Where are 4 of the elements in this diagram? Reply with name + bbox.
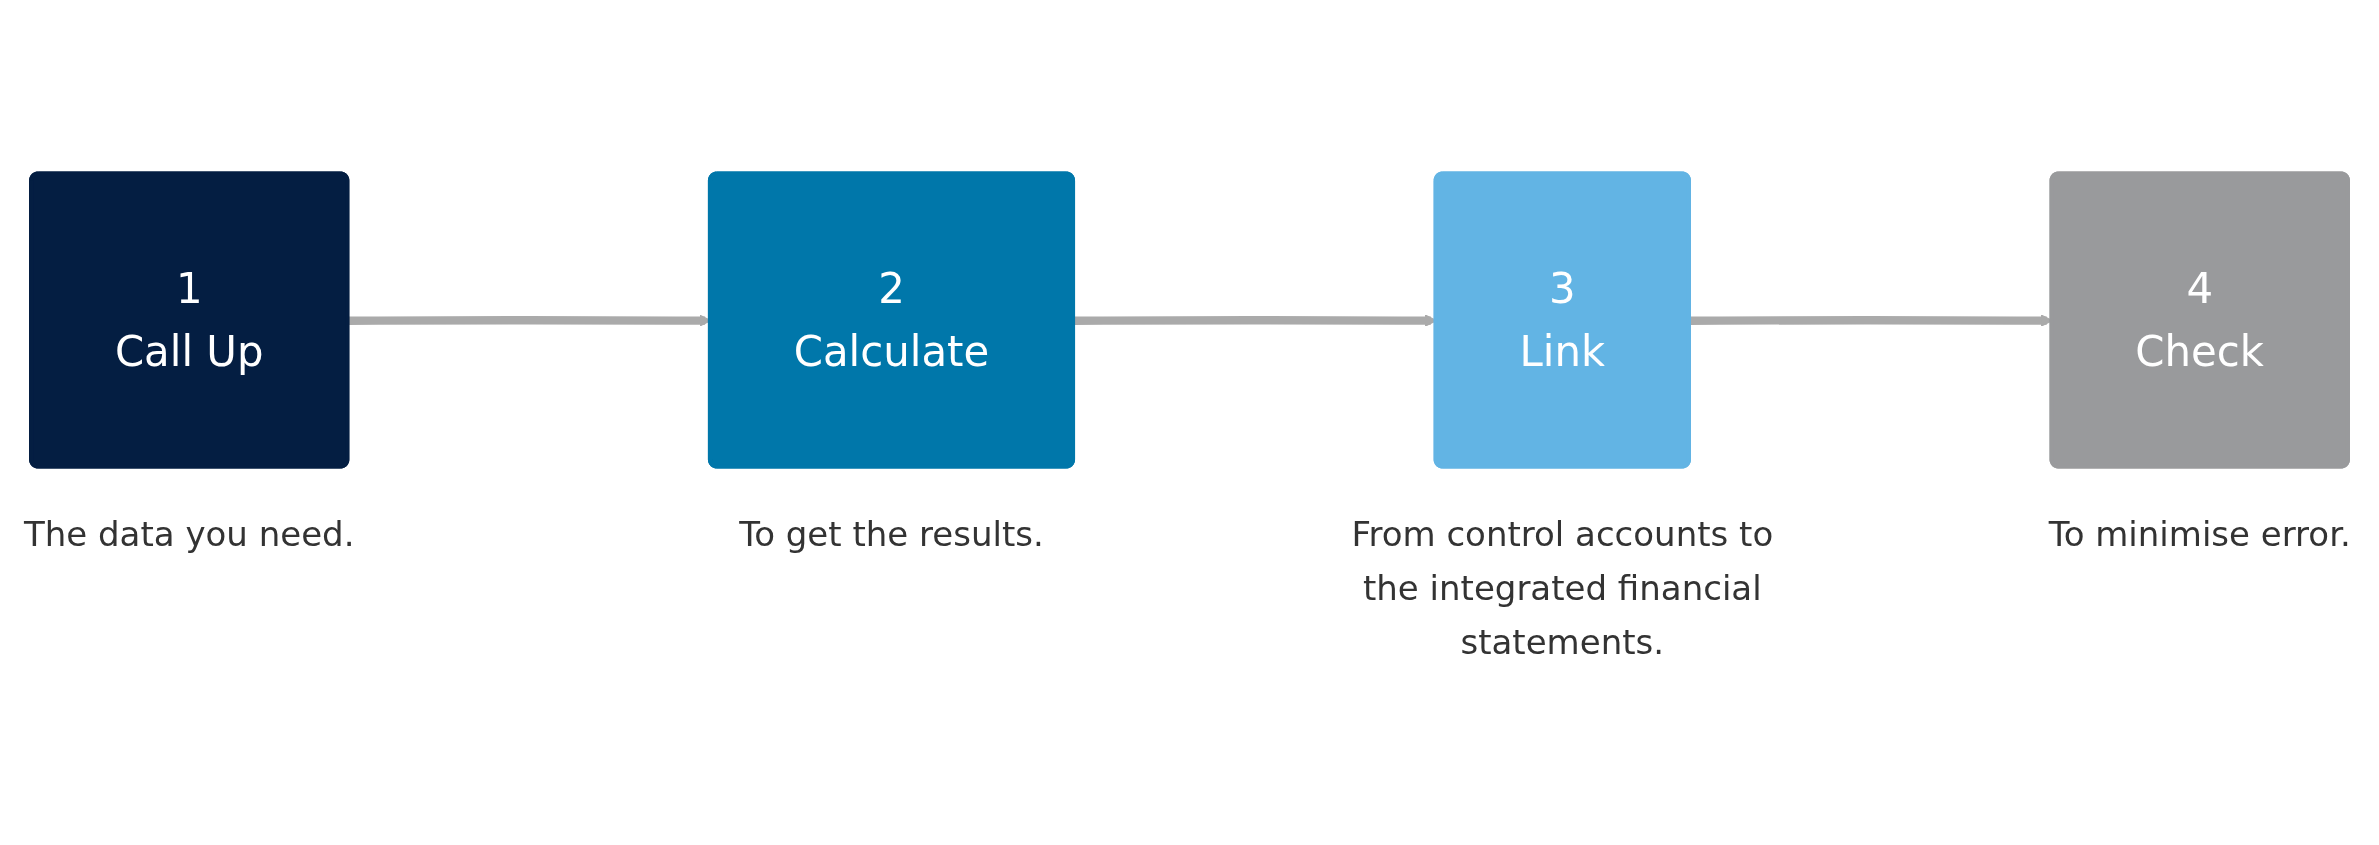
step-description: To minimise error. [2047,512,2352,556]
step-description: From control accounts to the integrated financial statements. [1350,512,1775,665]
step-description: The data you need. [22,512,356,556]
step-description: To get the results. [738,512,1045,556]
